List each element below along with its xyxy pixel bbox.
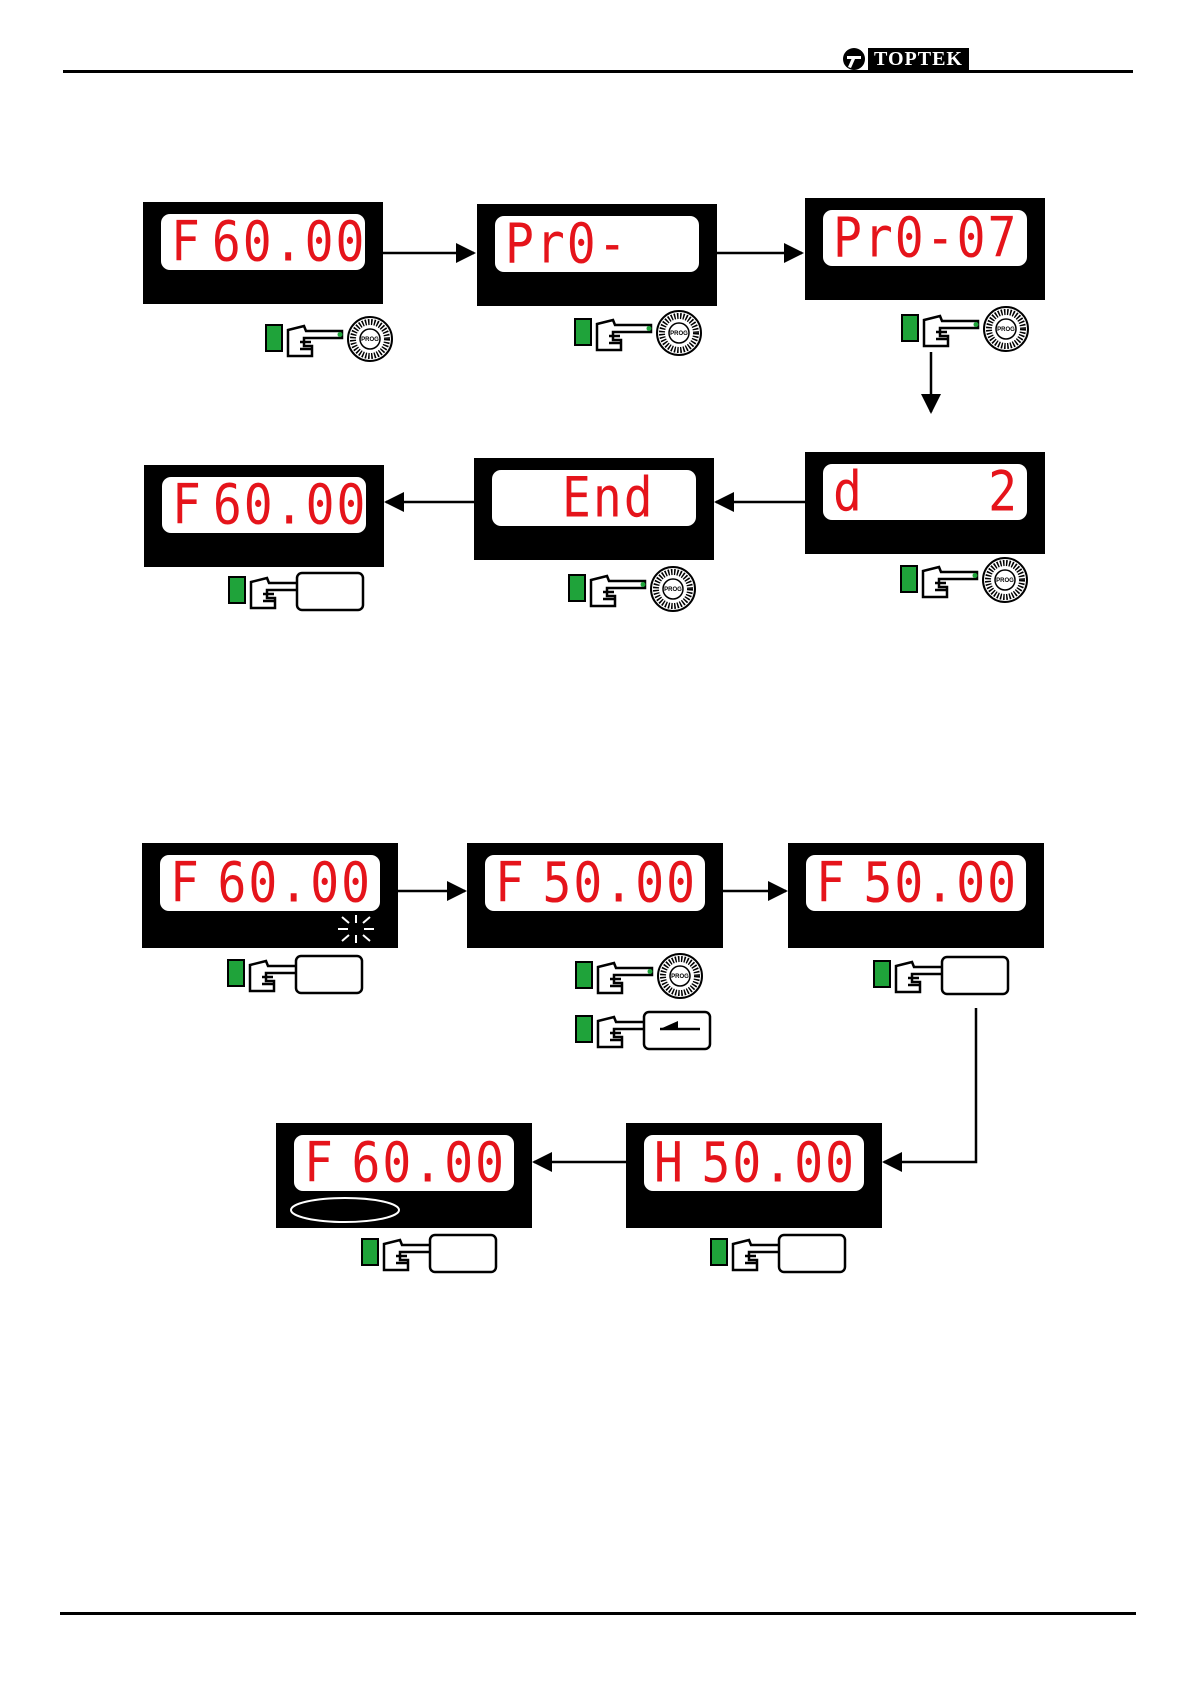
flow-arrow	[884, 1008, 976, 1162]
